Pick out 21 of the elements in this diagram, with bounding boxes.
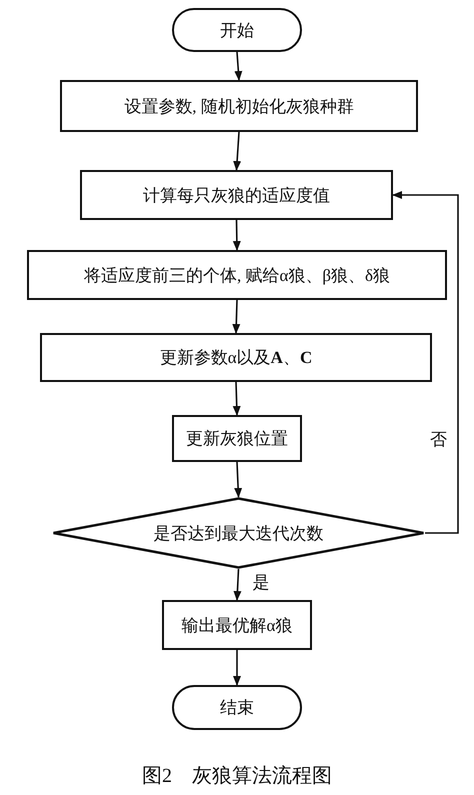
arrow [234,462,242,498]
arrow [233,650,241,686]
arrow [232,220,241,251]
process-box: 设置参数, 随机初始化灰狼种群 [60,80,418,132]
process-box: 将适应度前三的个体, 赋给α狼、β狼、δ狼 [27,250,447,300]
figure-caption: 图2 灰狼算法流程图 [141,764,333,789]
process-box: 计算每只灰狼的适应度值 [80,170,393,220]
arrow [232,382,241,416]
process-box: 更新灰狼位置 [172,415,302,462]
arrow [234,52,242,81]
arrow [392,191,459,534]
arrow [233,132,242,171]
arrow [232,300,240,334]
decision-diamond: 是否达到最大迭代次数 [52,497,425,569]
edge-label: 是 [250,573,272,593]
process-box: 更新参数α以及A、C [40,333,432,382]
arrow [233,568,242,601]
terminal-shape: 开始 [172,8,302,52]
process-box: 输出最优解α狼 [162,600,312,650]
edge-label: 否 [428,430,449,450]
terminal-shape: 结束 [172,685,302,730]
